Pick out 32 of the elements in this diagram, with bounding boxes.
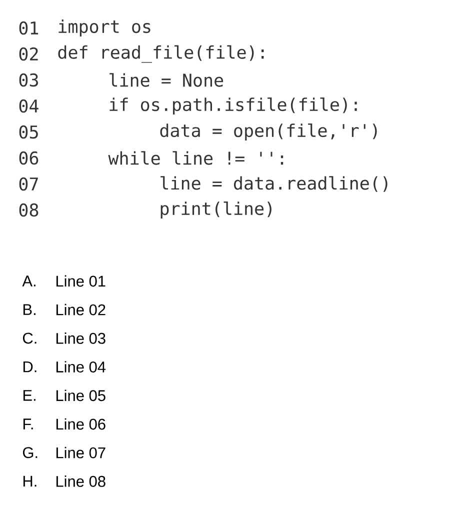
line-number: 03: [19, 73, 38, 87]
option-text: Line 06: [56, 418, 106, 430]
line-number: 04: [19, 99, 38, 113]
option-text: Line 02: [56, 304, 106, 316]
code-line: while line != '':: [108, 151, 284, 165]
line-number: 06: [19, 151, 38, 165]
code-line: line = None: [110, 73, 224, 87]
option-letter: C.: [22, 332, 36, 344]
line-number: 07: [19, 177, 38, 191]
option-letter: B.: [23, 304, 36, 315]
line-number: 08: [19, 203, 38, 217]
option-letter: G.: [22, 447, 38, 458]
option-letter: H.: [23, 476, 36, 487]
option-text: Line 07: [56, 446, 106, 458]
option-letter: F.: [23, 418, 33, 430]
option-letter: E.: [23, 390, 36, 401]
code-line: line = data.readline(): [160, 176, 388, 192]
code-line: def read_file(file):: [58, 45, 264, 63]
option-letter: A.: [22, 276, 36, 286]
line-number: 05: [19, 125, 38, 139]
code-line: import os: [58, 20, 150, 36]
line-number: 02: [19, 47, 38, 61]
option-letter: D.: [23, 361, 36, 372]
line-number: 01: [19, 21, 38, 35]
option-text: Line 05: [56, 390, 106, 402]
code-line: print(line): [160, 201, 272, 219]
option-text: Line 01: [56, 275, 106, 287]
option-text: Line 04: [56, 361, 106, 372]
code-line: data = open(file,'r'): [160, 123, 377, 140]
option-text: Line 08: [56, 476, 106, 487]
option-text: Line 03: [56, 332, 106, 344]
code-line: if os.path.isfile(file):: [110, 97, 357, 114]
